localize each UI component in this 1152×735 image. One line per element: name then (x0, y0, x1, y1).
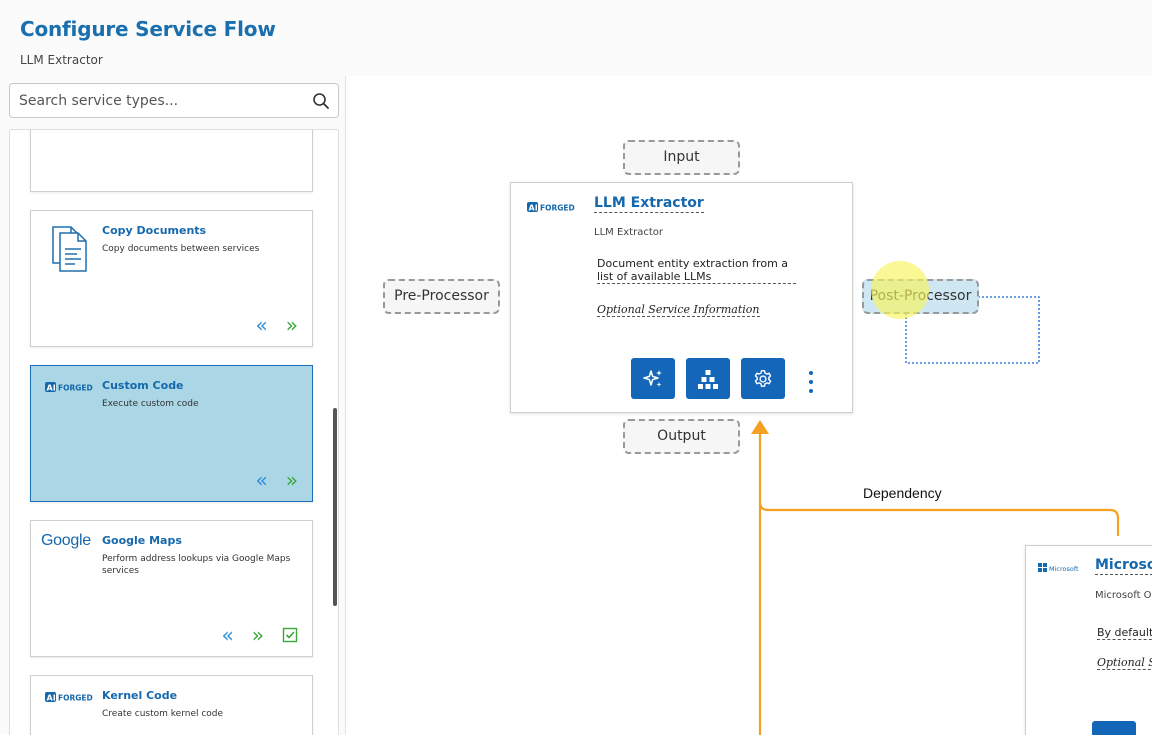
node-description[interactable]: By default, (1097, 626, 1152, 640)
move-left-button[interactable]: « (255, 468, 268, 492)
connector-lines (751, 296, 1120, 735)
dependency-label: Dependency (863, 485, 942, 501)
aiforged-logo: AI FORGED (45, 382, 93, 393)
pre-processor-port[interactable]: Pre-Processor (383, 279, 500, 314)
cursor-highlight (871, 261, 929, 319)
service-type-panel: Copy Documents Copy documents between se… (0, 76, 346, 735)
hierarchy-button[interactable] (686, 358, 730, 399)
service-type-list[interactable]: Copy Documents Copy documents between se… (9, 129, 339, 735)
node-action-button[interactable] (1092, 721, 1136, 735)
aiforged-logo: AI FORGED (45, 692, 93, 703)
service-card-title: Copy Documents (102, 224, 207, 237)
service-card-actions: « » (255, 313, 299, 337)
service-card-title: Custom Code (102, 379, 184, 392)
svg-text:AI: AI (529, 203, 538, 212)
output-port[interactable]: Output (623, 419, 740, 454)
checkbox-checked-icon[interactable] (282, 627, 298, 643)
sparkles-icon (643, 369, 662, 387)
gear-icon (754, 369, 772, 387)
input-port[interactable]: Input (623, 140, 740, 175)
aiforged-logo: AI FORGED (527, 202, 575, 213)
hierarchy-icon (698, 369, 718, 389)
dependency-line (758, 501, 1120, 735)
service-card-custom-code[interactable]: AI FORGED Custom Code Execute custom cod… (30, 365, 313, 502)
service-card-kernel-code[interactable]: AI FORGED Kernel Code Create custom kern… (30, 675, 313, 735)
drag-selection-box (905, 296, 1040, 364)
flow-canvas[interactable]: Input Output Pre-Processor Post-Processo… (347, 76, 1152, 735)
node-title[interactable]: Microsof (1095, 557, 1152, 575)
service-node-microsoft[interactable]: Microsoft Microsof Microsoft O By defaul… (1025, 545, 1152, 735)
service-card-title: Google Maps (102, 534, 182, 547)
document-copy-icon (52, 226, 87, 272)
list-scrollbar[interactable] (333, 408, 337, 606)
search-input[interactable] (19, 91, 299, 111)
node-title[interactable]: LLM Extractor (594, 195, 704, 213)
page-title: Configure Service Flow (20, 17, 276, 41)
service-card-description: Create custom kernel code (102, 709, 224, 719)
search-box[interactable] (9, 83, 339, 118)
node-optional-info[interactable]: Optional S (1097, 656, 1152, 670)
svg-text:FORGED: FORGED (58, 384, 93, 393)
svg-text:Microsoft: Microsoft (1049, 565, 1079, 573)
service-card-partial[interactable] (30, 130, 313, 192)
move-right-button[interactable]: » (285, 468, 298, 492)
service-card-actions: « » (255, 468, 299, 492)
svg-text:FORGED: FORGED (58, 694, 93, 703)
more-options-icon[interactable] (806, 371, 816, 393)
service-card-description: Perform address lookups via Google Maps … (102, 554, 291, 576)
service-card-google-maps[interactable]: Google Google Maps Perform address looku… (30, 520, 313, 657)
service-card-description: Execute custom code (102, 399, 199, 409)
service-card-actions: « » (221, 623, 299, 647)
microsoft-logo: Microsoft (1038, 563, 1079, 573)
ai-assist-button[interactable] (631, 358, 675, 399)
svg-text:FORGED: FORGED (540, 204, 575, 213)
move-right-button[interactable]: » (285, 313, 298, 337)
move-left-button[interactable]: « (221, 623, 234, 647)
settings-button[interactable] (741, 358, 785, 399)
node-type: Microsoft O (1095, 590, 1152, 601)
move-right-button[interactable]: » (251, 623, 264, 647)
service-card-description: Copy documents between services (102, 244, 260, 254)
node-description[interactable]: Document entity extraction from a list o… (597, 257, 796, 284)
page-header: Configure Service Flow LLM Extractor (0, 0, 1152, 76)
dependency-arrowhead (751, 420, 769, 434)
service-card-title: Kernel Code (102, 689, 178, 702)
service-node-llm-extractor[interactable]: AI FORGED LLM Extractor LLM Extractor Do… (510, 182, 853, 413)
svg-text:AI: AI (47, 383, 56, 392)
svg-text:AI: AI (47, 693, 56, 702)
page-subtitle: LLM Extractor (20, 53, 103, 67)
node-type: LLM Extractor (594, 227, 663, 238)
service-card-copy-documents[interactable]: Copy Documents Copy documents between se… (30, 210, 313, 347)
google-logo: Google (41, 532, 91, 549)
node-optional-info[interactable]: Optional Service Information (597, 303, 760, 317)
search-icon[interactable] (312, 92, 330, 110)
move-left-button[interactable]: « (255, 313, 268, 337)
